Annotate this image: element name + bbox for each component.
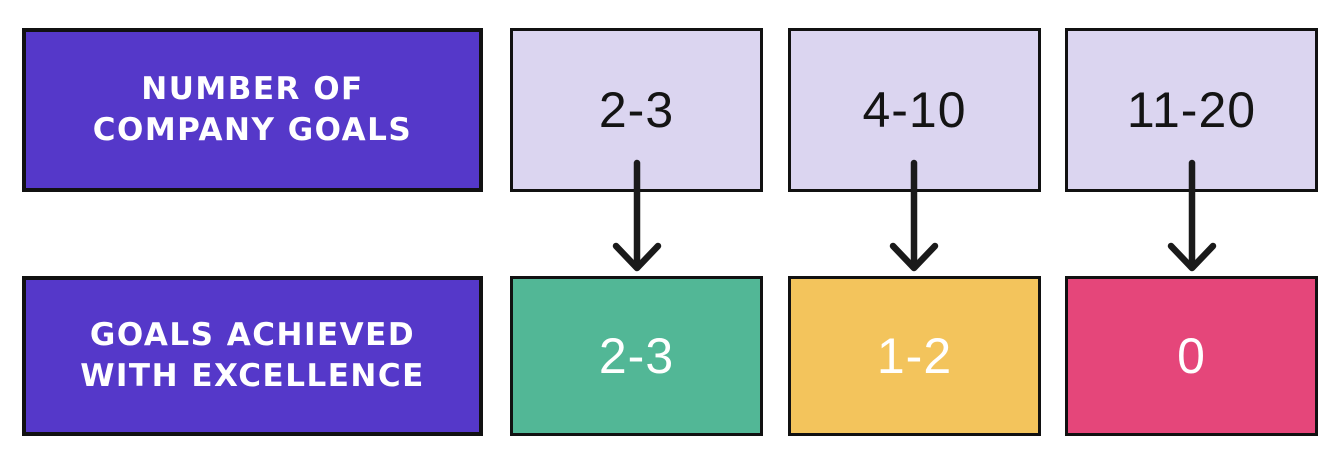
achieved-goals-cell-medium: 1-2 [788,276,1041,436]
result-value: 2-3 [598,328,675,384]
row-label-goals-achieved-with-excellence: GOALS ACHIEVED WITH EXCELLENCE [22,276,483,436]
row-label-number-of-company-goals: NUMBER OF COMPANY GOALS [22,28,483,192]
achieved-goals-cell-bad: 0 [1065,276,1318,436]
down-arrow-icon [889,159,939,272]
row-label-line: WITH EXCELLENCE [80,358,425,394]
row-label-line: COMPANY GOALS [92,112,413,148]
range-value: 11-20 [1126,82,1257,138]
achieved-goals-cell-good: 2-3 [510,276,763,436]
range-value: 4-10 [862,82,967,138]
down-arrow-icon [1167,159,1217,272]
down-arrow-icon [612,159,662,272]
row-label-line: NUMBER OF [141,71,364,108]
result-value: 0 [1177,328,1206,384]
result-value: 1-2 [876,328,953,384]
row-label-line: GOALS ACHIEVED [89,317,416,354]
range-value: 2-3 [598,82,675,138]
